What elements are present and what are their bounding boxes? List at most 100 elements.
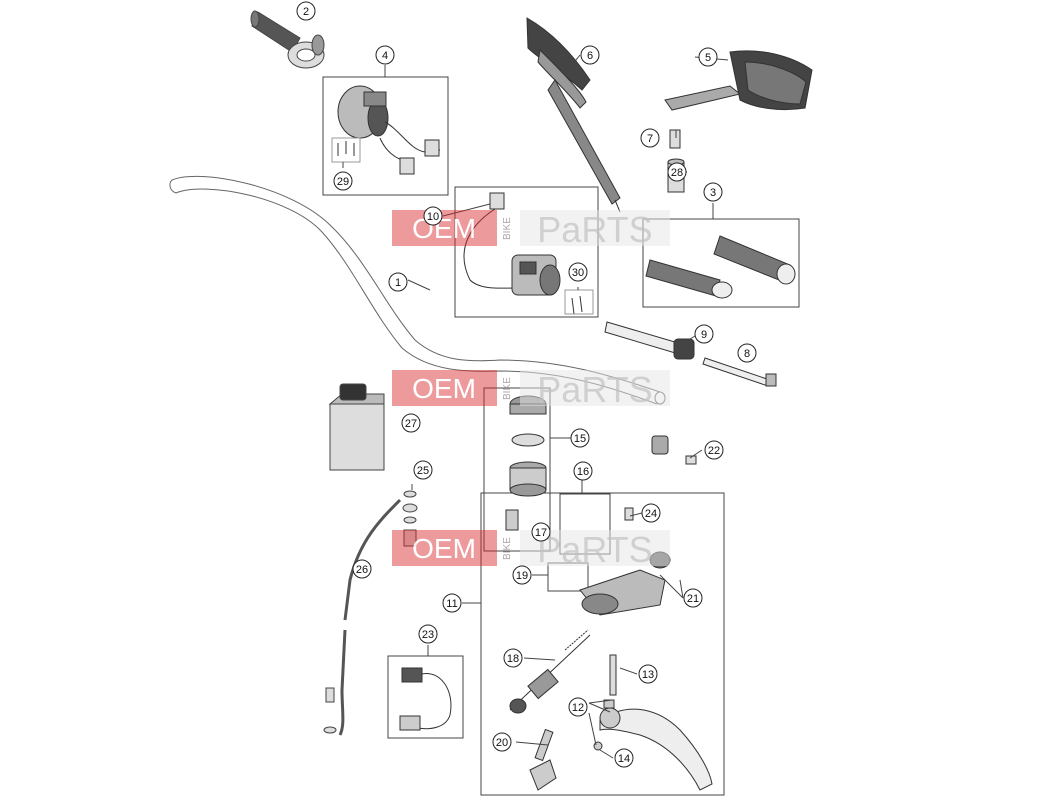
watermark-grey-block xyxy=(520,210,670,246)
callout-27: 27 xyxy=(401,413,421,433)
callout-number: 27 xyxy=(405,418,417,430)
callout-circle xyxy=(413,460,433,480)
brake-line xyxy=(338,498,402,736)
callout-number: 23 xyxy=(422,629,434,641)
callout-circle xyxy=(296,1,316,21)
frame-part-3 xyxy=(642,218,800,308)
grips-pair xyxy=(645,235,796,299)
adapter-and-nut xyxy=(667,129,685,193)
callout-number: 19 xyxy=(516,570,528,582)
callout-circle xyxy=(640,128,660,148)
callout-number: 16 xyxy=(577,466,589,478)
frame-part-15 xyxy=(483,387,551,552)
frame-part-10 xyxy=(454,186,599,318)
callout-30: 30 xyxy=(568,262,588,282)
callout-circle xyxy=(503,648,523,668)
bar-end-weight xyxy=(604,321,777,387)
left-switch-assembly xyxy=(331,85,441,175)
watermark-oem-text: OEM xyxy=(412,373,476,404)
callout-circle xyxy=(442,593,462,613)
callout-number: 10 xyxy=(427,211,439,223)
callout-number: 4 xyxy=(382,50,388,62)
right-mirror xyxy=(664,50,813,111)
watermark-parts-text: PaRTS xyxy=(537,529,652,570)
callout-number: 3 xyxy=(710,187,716,199)
callout-25: 25 xyxy=(413,460,433,480)
callout-1: 1 xyxy=(388,272,408,292)
callout-26: 26 xyxy=(352,559,372,579)
callout-8: 8 xyxy=(737,343,757,363)
callout-number: 30 xyxy=(572,267,584,279)
callout-19: 19 xyxy=(512,565,532,585)
callout-circle xyxy=(388,272,408,292)
callout-number: 20 xyxy=(496,737,508,749)
callout-circle xyxy=(573,461,593,481)
callout-number: 11 xyxy=(446,598,457,610)
callout-circle xyxy=(512,565,532,585)
watermark-red-block xyxy=(392,530,497,566)
banjo-parts xyxy=(323,490,418,734)
piston-kit xyxy=(509,629,591,714)
callout-circle xyxy=(568,697,588,717)
callout-circle xyxy=(492,732,512,752)
callout-circle xyxy=(737,343,757,363)
callout-6: 6 xyxy=(580,45,600,65)
callout-7: 7 xyxy=(640,128,660,148)
callout-number: 8 xyxy=(744,348,750,360)
callout-17: 17 xyxy=(531,522,551,542)
callout-circle xyxy=(614,748,634,768)
callout-14: 14 xyxy=(614,748,634,768)
callout-23: 23 xyxy=(418,624,438,644)
frame-part-11 xyxy=(480,492,725,796)
callout-13: 13 xyxy=(638,664,658,684)
master-cylinder-body xyxy=(579,435,697,616)
callout-circle xyxy=(638,664,658,684)
callout-number: 17 xyxy=(535,527,547,539)
pushrod-parts xyxy=(529,728,557,791)
watermark-grey-block xyxy=(520,370,670,406)
callout-number: 28 xyxy=(671,167,683,179)
callout-circle xyxy=(418,624,438,644)
callout-20: 20 xyxy=(492,732,512,752)
callout-circle xyxy=(698,47,718,67)
watermark-bike-text: BIKE xyxy=(502,537,513,560)
brake-lever xyxy=(593,654,713,791)
callout-24: 24 xyxy=(641,503,661,523)
callout-circle xyxy=(401,413,421,433)
callout-number: 1 xyxy=(395,277,401,289)
watermark-parts-text: PaRTS xyxy=(537,209,652,250)
callout-number: 2 xyxy=(303,6,309,18)
callout-16: 16 xyxy=(573,461,593,481)
callout-number: 7 xyxy=(647,133,653,145)
brake-light-switch xyxy=(399,667,452,731)
callout-21: 21 xyxy=(683,588,703,608)
callout-circle xyxy=(568,262,588,282)
callout-circle xyxy=(352,559,372,579)
callout-2: 2 xyxy=(296,1,316,21)
callout-11: 11 xyxy=(442,593,462,613)
callout-circle xyxy=(641,503,661,523)
callout-circle xyxy=(704,440,724,460)
callout-circle xyxy=(375,45,395,65)
callout-number: 15 xyxy=(574,433,586,445)
callout-circle xyxy=(703,182,723,202)
callout-circle xyxy=(570,428,590,448)
callout-3: 3 xyxy=(703,182,723,202)
callout-4: 4 xyxy=(375,45,395,65)
callout-18: 18 xyxy=(503,648,523,668)
callout-circle xyxy=(531,522,551,542)
watermark-red-block xyxy=(392,370,497,406)
callout-number: 25 xyxy=(417,465,429,477)
callout-circle xyxy=(683,588,703,608)
watermark-bike-text: BIKE xyxy=(502,377,513,400)
callout-number: 6 xyxy=(587,50,593,62)
callout-number: 21 xyxy=(687,593,699,605)
reservoir-parts xyxy=(505,395,547,531)
